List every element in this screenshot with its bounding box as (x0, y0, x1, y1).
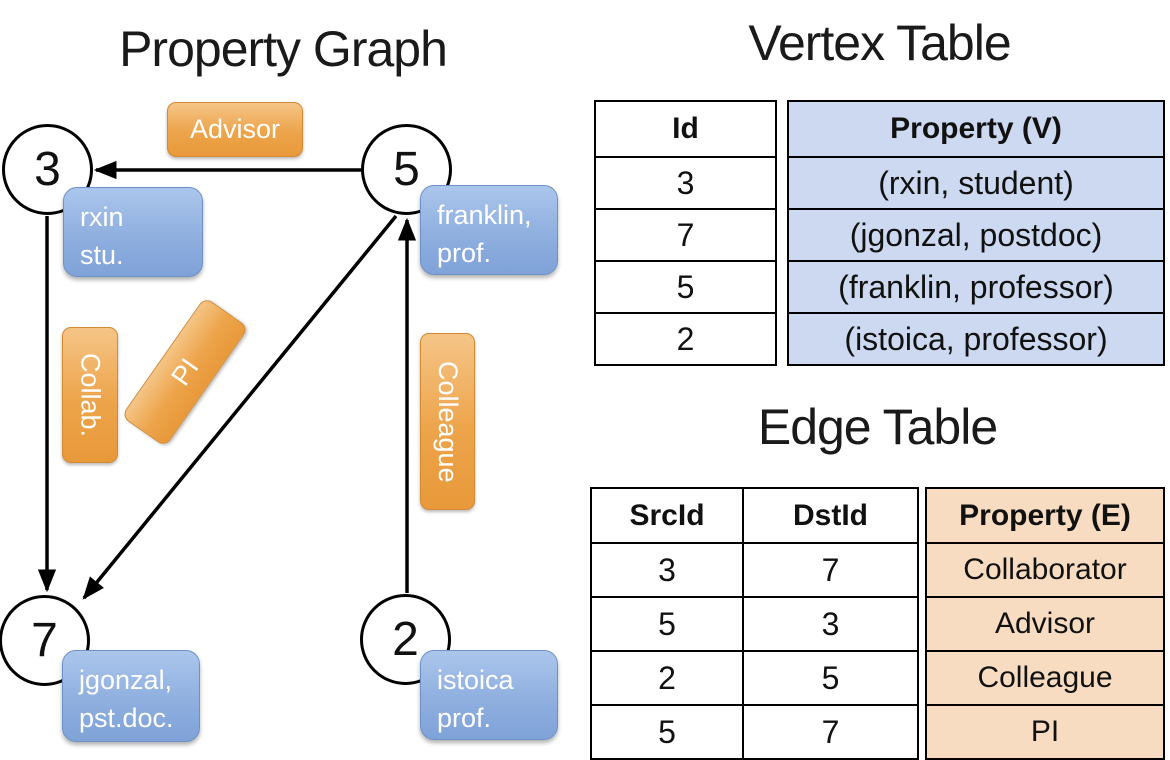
edge-table-header-row: SrcId DstId (590, 487, 919, 544)
property-line: pst.doc. (79, 703, 174, 733)
table-row: (franklin, professor) (787, 260, 1165, 314)
node-id-label: 3 (34, 143, 61, 196)
property-line: prof. (437, 238, 492, 268)
node-circle-5: 5 (361, 124, 452, 215)
vertex-table-header-property: Property (V) (787, 100, 1165, 158)
edge-label-text: Colleague (433, 360, 463, 483)
table-row: Collaborator (925, 542, 1165, 598)
edge-label-advisor: Advisor (167, 102, 303, 157)
vertex-table-id-column: Id 3 7 5 2 (594, 100, 777, 366)
vertex-property-cell: (jgonzal, postdoc) (787, 208, 1165, 262)
table-row: 3 (594, 156, 777, 210)
edge-dstid-cell: 3 (742, 596, 919, 652)
table-row: 3 7 (590, 542, 919, 598)
edge-srcid-cell: 3 (590, 542, 744, 598)
property-graph-panel: Property Graph 3 5 7 2 Advisor (0, 0, 580, 760)
edge-property-cell: Colleague (925, 650, 1165, 706)
vertex-property-box-7: jgonzal, pst.doc. (62, 650, 200, 742)
table-row: Advisor (925, 596, 1165, 652)
edge-dstid-cell: 7 (742, 542, 919, 598)
edge-dstid-cell: 7 (742, 704, 919, 760)
property-line: istoica (437, 665, 514, 695)
vertex-table-header-id: Id (594, 100, 777, 158)
vertex-property-box-2: istoica prof. (420, 650, 558, 740)
edge-property-cell: Collaborator (925, 542, 1165, 598)
edge-srcid-cell: 5 (590, 704, 744, 760)
vertex-table-header-row: Id (594, 100, 777, 158)
vertex-table-header-row: Property (V) (787, 100, 1165, 158)
table-row: 5 7 (590, 704, 919, 760)
vertex-id-cell: 7 (594, 208, 777, 262)
edge-table-property-column: Property (E) Collaborator Advisor Collea… (925, 487, 1165, 760)
edge-label-text: PI (164, 352, 205, 391)
node-id-label: 5 (393, 143, 420, 196)
table-row: 5 3 (590, 596, 919, 652)
node-id-label: 7 (31, 614, 58, 667)
table-row: 5 (594, 260, 777, 314)
table-row: 7 (594, 208, 777, 262)
edge-property-cell: PI (925, 704, 1165, 760)
edge-label-text: Advisor (189, 114, 281, 144)
property-graph-title: Property Graph (119, 21, 448, 77)
table-row: (jgonzal, postdoc) (787, 208, 1165, 262)
edge-table-title: Edge Table (757, 399, 998, 455)
vertex-id-cell: 2 (594, 312, 777, 366)
table-row: 2 (594, 312, 777, 366)
vertex-property-cell: (franklin, professor) (787, 260, 1165, 314)
vertex-table-title: Vertex Table (748, 15, 1011, 71)
edge-label-colleague: Colleague (420, 333, 475, 510)
vertex-table-property-column: Property (V) (rxin, student) (jgonzal, p… (787, 100, 1165, 366)
table-row: PI (925, 704, 1165, 760)
vertex-property-cell: (rxin, student) (787, 156, 1165, 210)
table-row: 2 5 (590, 650, 919, 706)
node-circle-2: 2 (360, 594, 451, 685)
edge-table-header-srcid: SrcId (590, 487, 744, 544)
edge-table-header-dstid: DstId (742, 487, 919, 544)
edge-table-header-property: Property (E) (925, 487, 1165, 544)
edge-srcid-cell: 2 (590, 650, 744, 706)
table-row: (rxin, student) (787, 156, 1165, 210)
table-row: (istoica, professor) (787, 312, 1165, 366)
edge-label-text: Collab. (75, 352, 106, 438)
property-line: franklin, (437, 200, 532, 230)
edge-srcid-cell: 5 (590, 596, 744, 652)
property-line: rxin (80, 202, 124, 232)
table-row: Colleague (925, 650, 1165, 706)
edge-pi-5-to-7 (82, 214, 398, 600)
node-id-label: 2 (392, 613, 419, 666)
graph-edges-layer (37, 160, 417, 600)
edge-property-cell: Advisor (925, 596, 1165, 652)
vertex-property-box-5: franklin, prof. (420, 185, 558, 275)
vertex-property-cell: (istoica, professor) (787, 312, 1165, 366)
edge-dstid-cell: 5 (742, 650, 919, 706)
edge-table-header-row: Property (E) (925, 487, 1165, 544)
property-line: jgonzal, (79, 665, 173, 695)
vertex-id-cell: 5 (594, 260, 777, 314)
vertex-id-cell: 3 (594, 156, 777, 210)
edge-table-src-dst-columns: SrcId DstId 3 7 5 3 2 5 5 7 (590, 487, 919, 760)
edge-label-collab: Collab. (62, 327, 118, 463)
property-line: stu. (80, 240, 124, 270)
property-line: prof. (437, 703, 492, 733)
vertex-property-box-3: rxin stu. (63, 187, 203, 277)
